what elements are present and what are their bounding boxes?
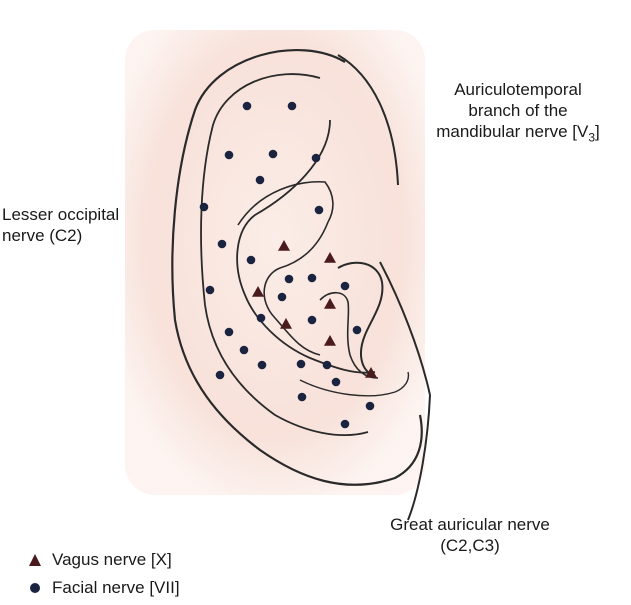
- facial-nerve-dot: [205, 285, 215, 295]
- facial-nerve-dot: [365, 401, 375, 411]
- facial-nerve-dot: [307, 315, 317, 325]
- facial-nerve-dot: [257, 360, 267, 370]
- facial-nerve-dot: [242, 101, 252, 111]
- great-auricular-label: Great auricular nerve (C2,C3): [360, 514, 580, 556]
- facial-nerve-dot: [340, 419, 350, 429]
- facial-nerve-dot: [314, 205, 324, 215]
- facial-nerve-dot: [287, 101, 297, 111]
- antihelix-upper-crus: [237, 180, 334, 226]
- skin-background: [125, 30, 425, 495]
- facial-nerve-dot: [199, 202, 209, 212]
- facial-nerve-dot: [331, 377, 341, 387]
- facial-nerve-dot: [284, 274, 294, 284]
- helix-inner-rim: [200, 73, 369, 436]
- helix-outline: [171, 49, 423, 486]
- auriculotemporal-line3-text: mandibular nerve [V: [436, 122, 589, 141]
- facial-nerve-dot: [215, 370, 225, 380]
- vagus-nerve-triangle: [252, 286, 264, 297]
- legend-facial: Facial nerve [VII]: [28, 578, 180, 598]
- auriculotemporal-label: Auriculotemporal branch of the mandibula…: [418, 79, 618, 148]
- vagus-nerve-triangle: [365, 367, 377, 378]
- auriculotemporal-line2: branch of the: [468, 101, 568, 120]
- facial-nerve-dot: [322, 360, 332, 370]
- facial-nerve-dot: [239, 345, 249, 355]
- legend-facial-label: Facial nerve [VII]: [52, 578, 180, 597]
- facial-nerve-dot: [256, 313, 266, 323]
- nerve-markers: [199, 101, 377, 429]
- concha: [263, 221, 329, 356]
- facial-nerve-dot: [246, 255, 256, 265]
- lesser-occipital-line2: nerve (C2): [2, 226, 83, 245]
- auriculotemporal-line1: Auriculotemporal: [454, 80, 582, 99]
- lesser-occipital-line1: Lesser occipital: [2, 205, 120, 224]
- great-auricular-line1: Great auricular nerve: [390, 515, 550, 534]
- auriculotemporal-close: ]: [595, 122, 600, 141]
- facial-nerve-dot: [352, 325, 362, 335]
- antitragus: [319, 291, 379, 379]
- facial-nerve-dot: [255, 175, 265, 185]
- facial-nerve-dot: [297, 392, 307, 402]
- vagus-nerve-triangle: [280, 318, 292, 329]
- auriculotemporal-subscript: 3: [588, 130, 596, 145]
- facial-nerve-dot: [224, 327, 234, 337]
- lobule: [299, 371, 410, 397]
- great-auricular-line2: (C2,C3): [440, 536, 500, 555]
- facial-nerve-dot: [296, 359, 306, 369]
- triangle-icon: [29, 554, 41, 566]
- legend-vagus: Vagus nerve [X]: [28, 550, 172, 570]
- facial-nerve-dot: [307, 273, 317, 283]
- facial-nerve-dot: [311, 153, 321, 163]
- vagus-nerve-triangle: [324, 252, 336, 263]
- legend-vagus-label: Vagus nerve [X]: [52, 550, 172, 569]
- facial-nerve-dot: [277, 292, 287, 302]
- facial-nerve-dot: [340, 281, 350, 291]
- vagus-nerve-triangle: [324, 335, 336, 346]
- tragus: [337, 261, 384, 376]
- facial-nerve-dot: [217, 239, 227, 249]
- lesser-occipital-label: Lesser occipital nerve (C2): [2, 204, 119, 246]
- vagus-nerve-triangle: [324, 298, 336, 309]
- auriculotemporal-line3: mandibular nerve [V3]: [418, 121, 618, 148]
- head-contour: [337, 54, 431, 521]
- facial-nerve-dot: [268, 149, 278, 159]
- vagus-nerve-triangle: [278, 240, 290, 251]
- dot-icon: [30, 583, 40, 593]
- facial-nerve-dot: [224, 150, 234, 160]
